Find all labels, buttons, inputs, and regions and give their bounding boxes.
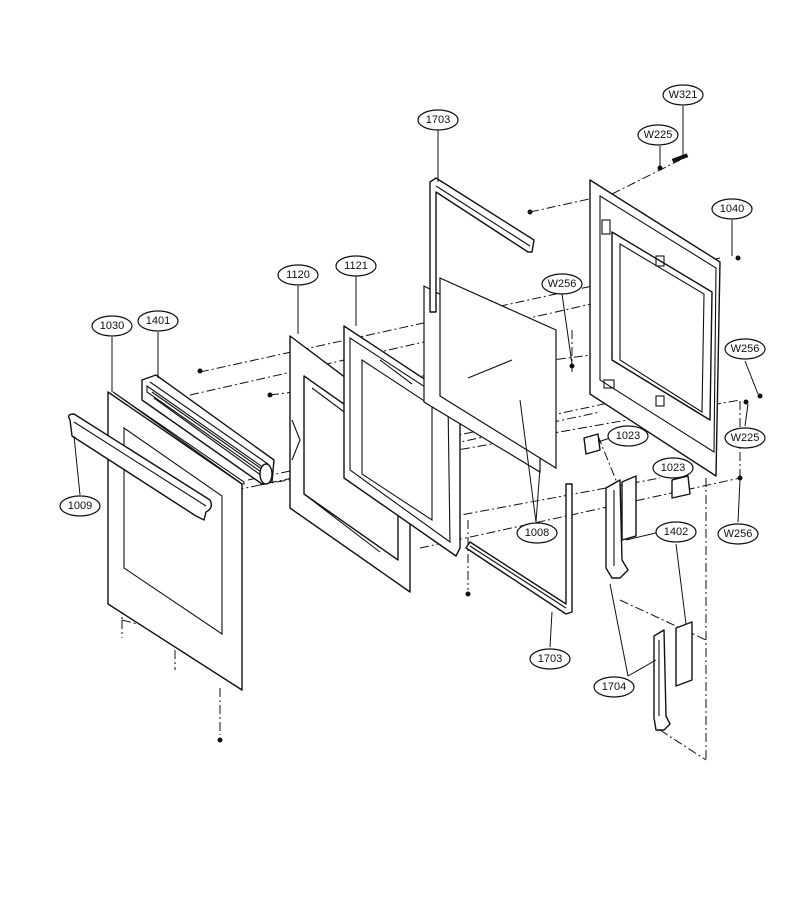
callout-1401-label: 1401 bbox=[146, 315, 170, 327]
callout-1704: 1704 bbox=[593, 676, 635, 698]
callout-1030: 1030 bbox=[91, 315, 133, 337]
callout-1120: 1120 bbox=[277, 264, 319, 286]
callout-w321-label: W321 bbox=[669, 89, 698, 101]
callout-w256-right: W256 bbox=[724, 338, 766, 360]
callout-1009-label: 1009 bbox=[68, 500, 92, 512]
callout-1121: 1121 bbox=[335, 255, 377, 277]
callout-w321: W321 bbox=[662, 84, 704, 106]
screws bbox=[197, 153, 763, 743]
callout-1040-label: 1040 bbox=[720, 203, 744, 215]
callout-w225-top-label: W225 bbox=[644, 129, 673, 141]
callout-1023-left-label: 1023 bbox=[616, 430, 640, 442]
callout-1703-top-label: 1703 bbox=[426, 114, 450, 126]
top-glass-gasket bbox=[429, 177, 535, 313]
callout-w256-right-label: W256 bbox=[731, 343, 760, 355]
door-handle bbox=[67, 413, 213, 521]
leader-lines bbox=[73, 106, 759, 677]
callout-1703-top: 1703 bbox=[417, 109, 459, 131]
inner-glass-panes bbox=[423, 277, 557, 474]
callout-1703-bottom-label: 1703 bbox=[538, 653, 562, 665]
callout-1008-label: 1008 bbox=[525, 527, 549, 539]
callout-w225-right: W225 bbox=[724, 427, 766, 449]
callout-1023-right-label: 1023 bbox=[661, 462, 685, 474]
callout-1023-right: 1023 bbox=[652, 457, 694, 479]
bottom-glass-gasket bbox=[465, 483, 573, 615]
callout-1040: 1040 bbox=[711, 198, 753, 220]
callout-1704-label: 1704 bbox=[602, 681, 626, 693]
callout-w225-right-label: W225 bbox=[731, 432, 760, 444]
callout-1008: 1008 bbox=[516, 522, 558, 544]
callout-1030-label: 1030 bbox=[100, 320, 124, 332]
stop-blocks bbox=[583, 433, 691, 499]
callout-1703-bottom: 1703 bbox=[529, 648, 571, 670]
callout-w256-top: W256 bbox=[541, 273, 583, 295]
callout-w225-top: W225 bbox=[637, 124, 679, 146]
callout-w256-bottom-label: W256 bbox=[724, 528, 753, 540]
hinge-assemblies bbox=[605, 475, 693, 731]
callout-1121-label: 1121 bbox=[344, 260, 368, 272]
callout-1402: 1402 bbox=[655, 521, 697, 543]
callout-w256-top-label: W256 bbox=[548, 278, 577, 290]
door-vent-trim bbox=[141, 374, 275, 485]
callout-1009: 1009 bbox=[59, 495, 101, 517]
callout-1401: 1401 bbox=[137, 310, 179, 332]
callout-1402-label: 1402 bbox=[664, 526, 688, 538]
callout-w256-bottom: W256 bbox=[717, 523, 759, 545]
callout-1120-label: 1120 bbox=[286, 269, 310, 281]
callout-1023-left: 1023 bbox=[607, 425, 649, 447]
inner-door-panel bbox=[589, 179, 721, 477]
